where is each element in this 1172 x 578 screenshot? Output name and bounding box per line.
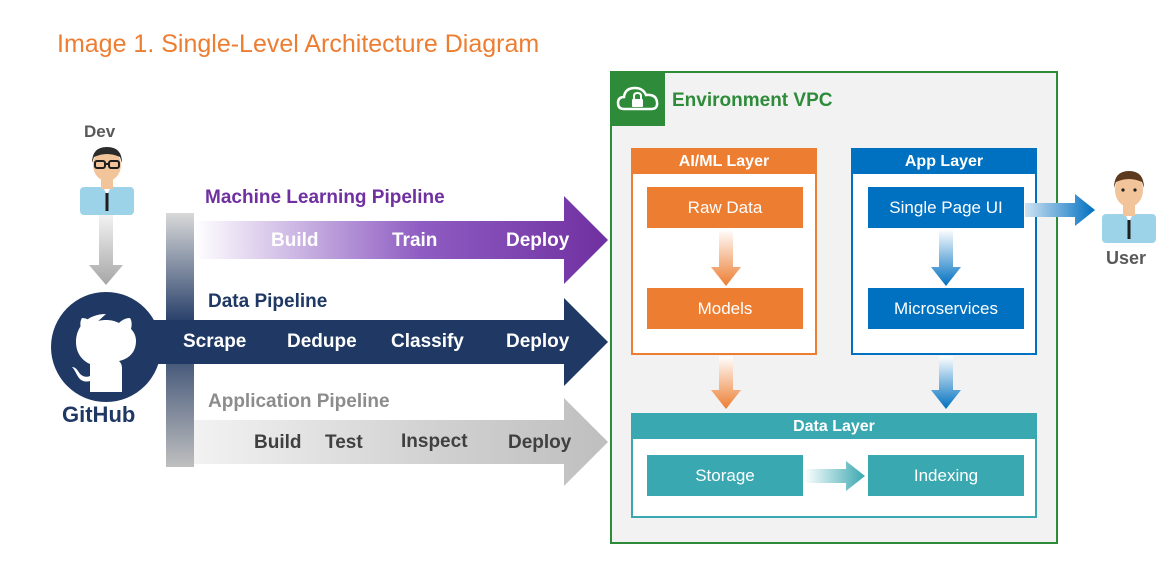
data-layer-title: Data Layer bbox=[633, 415, 1035, 439]
data-stage-dedupe: Dedupe bbox=[287, 331, 357, 352]
aiml-to-data-arrow bbox=[711, 356, 741, 409]
developer-icon bbox=[80, 147, 134, 215]
app-stage-inspect: Inspect bbox=[401, 431, 468, 452]
aiml-layer-title: AI/ML Layer bbox=[633, 150, 815, 174]
app-stage-build: Build bbox=[254, 432, 302, 453]
data-stage-scrape: Scrape bbox=[183, 331, 247, 352]
data-stage-classify: Classify bbox=[391, 331, 464, 352]
raw-data-to-models-arrow bbox=[711, 229, 741, 286]
app-pipeline-arrow bbox=[194, 398, 608, 486]
ml-stage-train: Train bbox=[392, 230, 438, 251]
diagram-title: Image 1. Single-Level Architecture Diagr… bbox=[57, 30, 540, 58]
ml-pipeline-label: Machine Learning Pipeline bbox=[205, 187, 445, 208]
github-icon bbox=[51, 292, 161, 402]
data-pipeline-arrow bbox=[150, 298, 608, 386]
vpc-title: Environment VPC bbox=[672, 90, 833, 111]
data-stage-deploy: Deploy bbox=[506, 331, 570, 352]
github-label: GitHub bbox=[62, 402, 136, 427]
ui-to-user-arrow bbox=[1025, 194, 1095, 226]
single-page-ui-box: Single Page UI bbox=[868, 187, 1024, 228]
app-pipeline-label: Application Pipeline bbox=[208, 391, 390, 412]
user-label: User bbox=[1106, 248, 1147, 268]
app-stage-test: Test bbox=[325, 432, 363, 453]
indexing-box: Indexing bbox=[868, 455, 1024, 496]
microservices-box: Microservices bbox=[868, 288, 1024, 329]
dev-to-github-arrow bbox=[89, 215, 123, 285]
ui-to-microservices-arrow bbox=[931, 229, 961, 286]
app-to-data-arrow bbox=[931, 356, 961, 409]
app-stage-deploy: Deploy bbox=[508, 432, 572, 453]
storage-to-indexing-arrow bbox=[804, 461, 865, 491]
dev-label: Dev bbox=[84, 122, 116, 141]
ml-stage-build: Build bbox=[271, 230, 319, 251]
ml-stage-deploy: Deploy bbox=[506, 230, 570, 251]
data-pipeline-label: Data Pipeline bbox=[208, 291, 328, 312]
app-layer-title: App Layer bbox=[853, 150, 1035, 174]
cloud-lock-icon bbox=[610, 71, 665, 126]
storage-box: Storage bbox=[647, 455, 803, 496]
raw-data-box: Raw Data bbox=[647, 187, 803, 228]
ml-pipeline-arrow bbox=[194, 196, 608, 284]
models-box: Models bbox=[647, 288, 803, 329]
user-icon bbox=[1102, 171, 1156, 243]
